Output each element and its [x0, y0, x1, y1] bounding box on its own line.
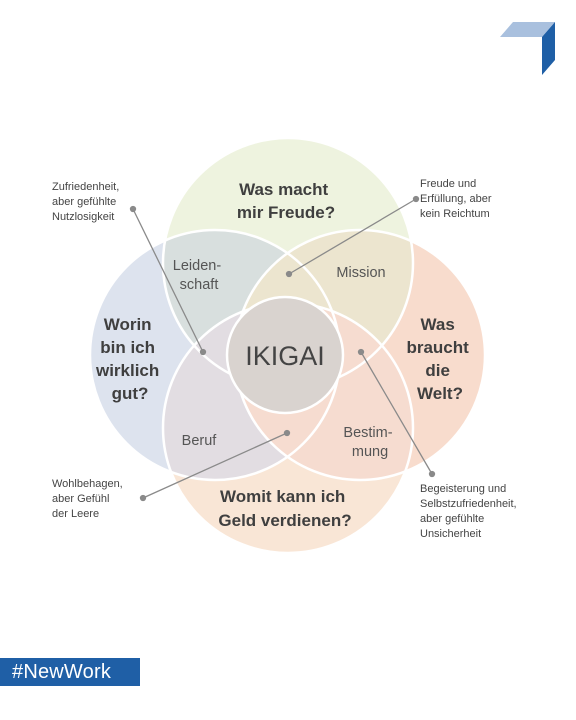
annotation-bottom-right: Begeisterung und Selbstzufriedenheit, ab…: [420, 483, 520, 540]
annotation-bottom-left: Wohlbehagen, aber Gefühl der Leere: [52, 478, 126, 520]
leader-dot-bottom-right-end: [428, 470, 436, 478]
zone-leidenschaft-label: Leiden- schaft: [173, 258, 225, 293]
center-circle: [225, 295, 345, 415]
leader-dot-bottom-left: [283, 429, 291, 437]
leader-dot-top-left: [199, 348, 207, 356]
leader-dot-bottom-left-end: [139, 494, 147, 502]
leader-dot-bottom-right: [357, 348, 365, 356]
leader-line-top-left: [132, 208, 204, 353]
leader-dot-top-right-end: [412, 195, 420, 203]
circle-left-label: Worin bin ich wirklich gut?: [95, 315, 164, 403]
annotation-top-right: Freude und Erfüllung, aber kein Reichtum: [420, 178, 495, 220]
zone-beruf-label: Beruf: [182, 433, 218, 449]
leader-line-bottom-left: [142, 432, 288, 499]
logo-light-shape: [500, 22, 555, 37]
zone-bestimmung-area: [235, 303, 413, 480]
circle-top-label: Was macht mir Freude?: [237, 180, 335, 222]
circle-right-label: Was braucht die Welt?: [406, 315, 473, 403]
leader-line-top-right: [288, 198, 417, 275]
logo-dark-shape: [542, 22, 555, 75]
leader-dot-top-left-end: [129, 205, 137, 213]
leader-line-bottom-right: [360, 351, 433, 475]
annotation-top-left: Zufriedenheit, aber gefühlte Nutzlosigke…: [52, 181, 122, 223]
zone-bestimmung-label: Bestim- mung: [343, 425, 396, 460]
leader-dot-top-right: [285, 270, 293, 278]
hashtag-banner: #NewWork: [0, 658, 140, 686]
zone-mission-label: Mission: [336, 265, 385, 281]
center-label: IKIGAI: [245, 341, 325, 371]
brand-logo: [500, 22, 555, 75]
circle-bottom-label: Womit kann ich Geld verdienen?: [218, 487, 351, 530]
